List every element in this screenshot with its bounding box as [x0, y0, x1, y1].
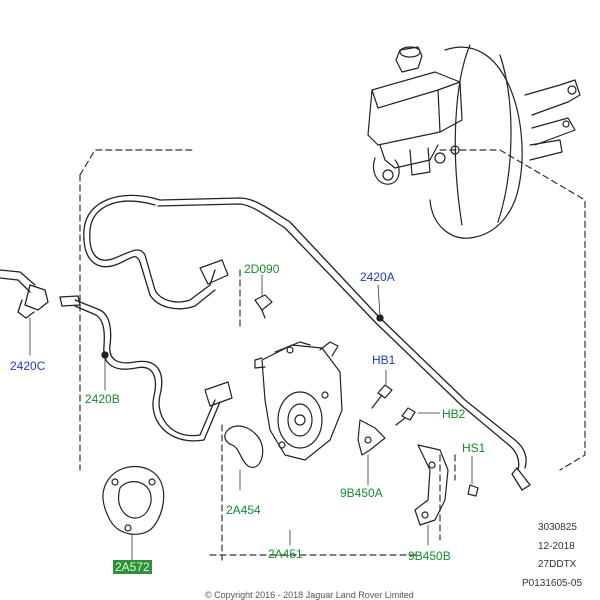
fitting-2D090 — [254, 294, 273, 319]
callout-HB2: HB2 — [442, 407, 466, 421]
vacuum-pump — [254, 341, 343, 461]
callout-2D090: 2D090 — [244, 262, 280, 276]
assembly-outline — [79, 149, 586, 561]
bracket-9B450A — [357, 419, 386, 456]
gasket-2A572 — [102, 466, 165, 535]
hose-2420B — [74, 299, 221, 442]
callout-2420A: 2420A — [360, 270, 395, 284]
callout-2A451: 2A451 — [268, 547, 303, 561]
callout-2420C: 2420C — [10, 359, 46, 373]
hose-2420C — [0, 269, 81, 319]
diagram-ref: P0131605-05 — [522, 578, 583, 589]
leader-lines — [29, 274, 473, 561]
gasket-2A454 — [224, 425, 264, 468]
callout-HS1: HS1 — [462, 441, 486, 455]
diagram-code: 3030825 — [538, 522, 577, 533]
callout-2A454: 2A454 — [226, 503, 261, 517]
callout-2A572: 2A572 — [113, 560, 152, 574]
diagram-date: 12-2018 — [538, 541, 575, 552]
screw-HS1 — [467, 484, 479, 497]
master-cylinder — [367, 46, 463, 185]
hose-connectors — [199, 259, 233, 407]
brake-booster — [429, 44, 581, 239]
callout-9B450B: 9B450B — [408, 549, 451, 563]
callout-HB1: HB1 — [372, 353, 396, 367]
bolt-HB2 — [395, 407, 416, 426]
callout-9B450A: 9B450A — [340, 486, 383, 500]
bracket-9B450B — [414, 444, 449, 526]
hose-2420A — [83, 194, 531, 491]
bolt-HB1 — [371, 384, 393, 409]
copyright-notice: © Copyright 2016 - 2018 Jaguar Land Rove… — [205, 590, 414, 600]
callout-2420B: 2420B — [85, 392, 120, 406]
diagram-model: 27DDTX — [538, 559, 577, 570]
